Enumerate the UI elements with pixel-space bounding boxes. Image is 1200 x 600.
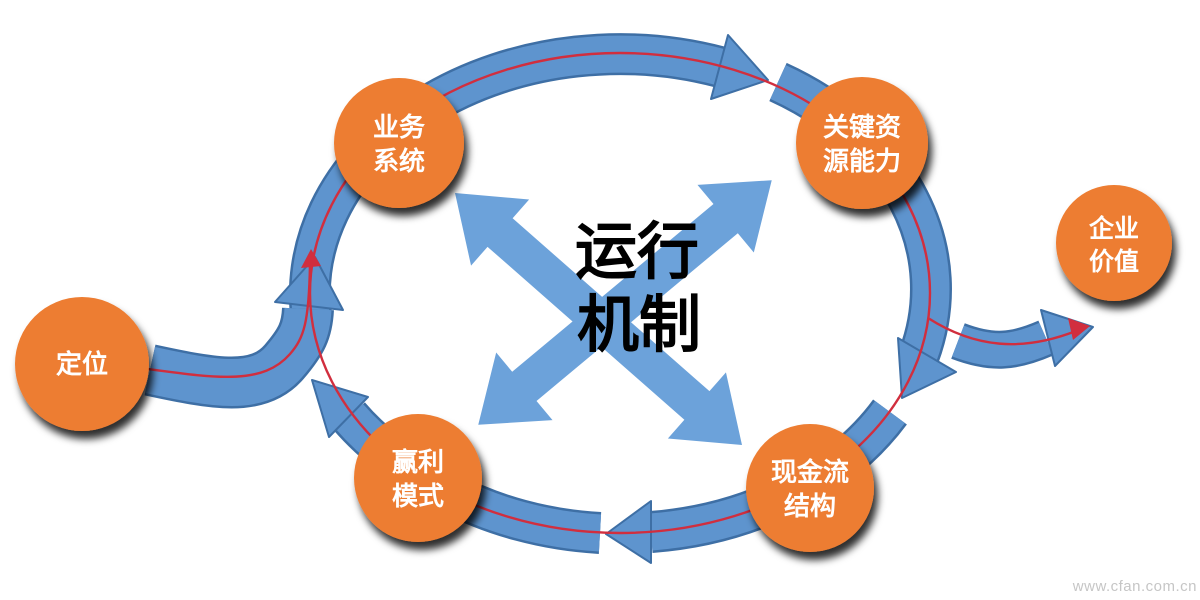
node-enterprise-value-circle: [1056, 185, 1172, 301]
node-profit-model: 赢利 模式: [354, 414, 482, 542]
node-business-system-label-1: 业务: [373, 112, 425, 142]
node-positioning-label: 定位: [56, 349, 108, 379]
double-arrow-sw-ne-icon: [478, 180, 772, 425]
node-business-system-label-2: 系统: [373, 146, 425, 176]
arrowhead-left-up-icon: [311, 379, 369, 438]
flow-arrowhead-value-icon: [1068, 318, 1090, 340]
flow-lines: [139, 51, 1090, 535]
node-profit-model-label-1: 赢利: [392, 447, 444, 477]
node-positioning: 定位: [15, 297, 149, 431]
arrowhead-top-right-icon: [710, 34, 769, 100]
node-business-system: 业务 系统: [334, 78, 464, 208]
node-enterprise-value-label-2: 价值: [1089, 248, 1139, 276]
node-profit-model-circle: [354, 414, 482, 542]
center-x-arrows: [455, 180, 772, 446]
node-profit-model-label-2: 模式: [392, 481, 444, 511]
node-cashflow-structure: 现金流 结构: [746, 424, 874, 552]
node-key-resources: 关键资 源能力: [796, 77, 928, 209]
flow-from-positioning: [139, 263, 312, 379]
node-key-resources-label-2: 源能力: [823, 146, 901, 176]
double-arrow-nw-se-icon: [455, 192, 742, 446]
node-enterprise-value: 企业 价值: [1056, 185, 1172, 301]
watermark: www.cfan.com.cn: [1072, 578, 1197, 595]
node-enterprise-value-label-1: 企业: [1089, 214, 1139, 243]
node-key-resources-circle: [796, 77, 928, 209]
arrowhead-right-down-icon: [897, 337, 957, 399]
title-line-2: 机制: [577, 291, 701, 360]
diagram-title: 运行 机制: [575, 218, 701, 360]
node-business-system-circle: [334, 78, 464, 208]
flow-to-value: [927, 316, 1077, 346]
node-cashflow-structure-label-1: 现金流: [771, 457, 849, 487]
node-positioning-circle: [15, 297, 149, 431]
node-cashflow-structure-label-2: 结构: [784, 491, 836, 521]
title-line-1: 运行: [575, 218, 699, 287]
node-key-resources-label-1: 关键资: [823, 112, 901, 142]
arrowhead-to-value-icon: [1040, 309, 1094, 367]
node-cashflow-structure-circle: [746, 424, 874, 552]
flow-arrowhead-join-icon: [301, 249, 321, 268]
